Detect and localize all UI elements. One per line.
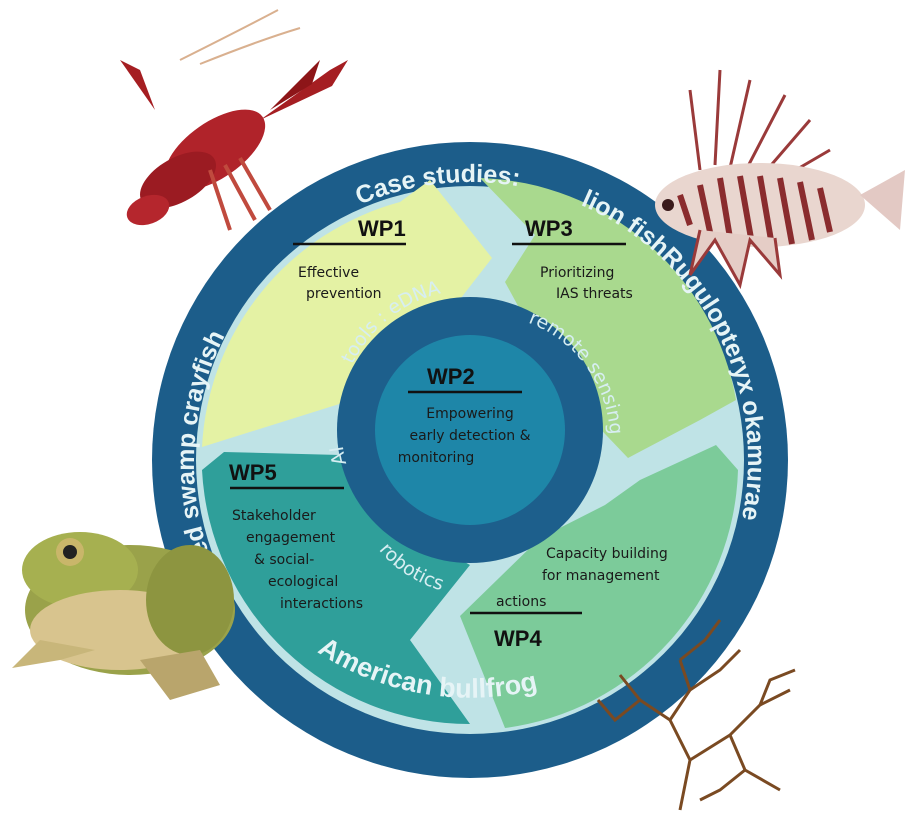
wp1-segment	[202, 180, 492, 447]
wp5-segment	[202, 452, 470, 725]
wp1-line2: prevention	[306, 286, 382, 302]
tool-ai: AI	[326, 445, 351, 468]
wp2-line2: early detection &	[409, 428, 530, 444]
wp4-line1: Capacity building	[546, 546, 668, 562]
seaweed-image	[596, 619, 796, 811]
wp3-line2: IAS threats	[556, 286, 633, 302]
wp2-title: WP2	[427, 364, 475, 389]
wp4-segment	[460, 445, 738, 728]
wp4-title: WP4	[494, 626, 542, 651]
bullfrog-image	[12, 532, 235, 700]
wp5-line2: engagement	[246, 530, 336, 546]
wp5-line1: Stakeholder	[232, 508, 316, 524]
crayfish-image	[120, 9, 348, 231]
svg-text:AI: AI	[326, 445, 351, 468]
wp4-line2: for management	[542, 568, 660, 584]
wp5-line4: ecological	[268, 574, 338, 590]
wp2-disc	[375, 335, 565, 525]
wp3-line1: Prioritizing	[540, 265, 614, 281]
wp2-line3: monitoring	[398, 450, 474, 466]
wp3-title: WP3	[525, 216, 573, 241]
wp2-line1: Empowering	[426, 406, 513, 422]
wp5-line3: & social-	[254, 552, 314, 568]
wp5-title: WP5	[229, 460, 277, 485]
wp4-line3: actions	[496, 594, 546, 610]
wp3-segment	[480, 178, 736, 458]
wp5-line5: interactions	[280, 596, 363, 612]
wp1-line1: Effective	[298, 265, 359, 281]
lionfish-image	[655, 69, 905, 290]
wp1-title: WP1	[358, 216, 406, 241]
